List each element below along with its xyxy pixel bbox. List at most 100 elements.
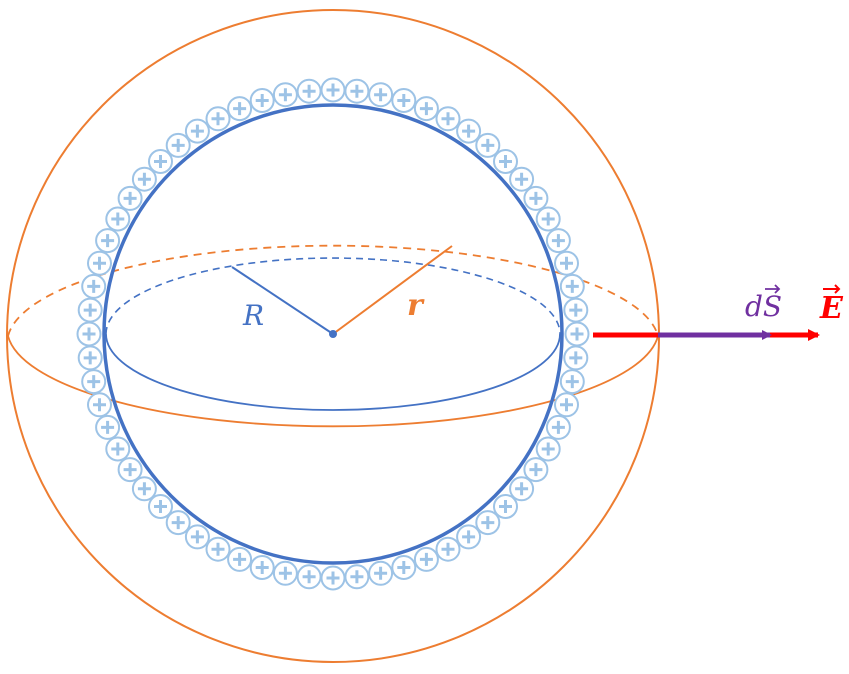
plus-sign-icon: [441, 112, 455, 126]
plus-sign-icon: [570, 327, 584, 341]
positive-charge: [456, 524, 482, 550]
positive-charge: [368, 560, 394, 586]
positive-charge: [563, 345, 589, 371]
plus-sign-icon: [278, 88, 292, 102]
positive-charge: [105, 436, 131, 462]
plus-sign-icon: [529, 191, 543, 205]
plus-sign-icon: [211, 112, 225, 126]
plus-sign-icon: [462, 530, 476, 544]
positive-charge: [391, 88, 417, 113]
plus-sign-icon: [171, 138, 185, 152]
plus-sign-icon: [111, 442, 125, 456]
plus-sign-icon: [82, 327, 96, 341]
area-vector-label-text: dS: [745, 290, 782, 323]
plus-sign-icon: [87, 279, 101, 293]
positive-charge: [117, 457, 143, 483]
plus-sign-icon: [137, 482, 151, 496]
positive-charge: [554, 250, 579, 276]
positive-charge: [523, 185, 549, 211]
positive-charge: [554, 392, 579, 418]
plus-sign-icon: [515, 172, 529, 186]
plus-sign-icon: [83, 351, 97, 365]
positive-charge: [272, 82, 298, 108]
positive-charge: [564, 321, 590, 347]
center-dot: [329, 330, 337, 338]
positive-charge: [509, 166, 535, 192]
positive-charge: [413, 546, 439, 572]
positive-charge: [523, 457, 549, 483]
field-vector-label-text: E: [819, 291, 844, 326]
plus-sign-icon: [101, 234, 115, 248]
plus-sign-icon: [302, 570, 316, 584]
positive-charge: [545, 228, 571, 254]
plus-sign-icon: [154, 500, 167, 513]
plus-sign-icon: [529, 463, 543, 477]
positive-charge: [535, 206, 561, 232]
plus-sign-icon: [137, 172, 151, 186]
positive-charge: [456, 118, 482, 144]
positive-charge: [563, 297, 589, 323]
gauss-radius-line: [332, 245, 453, 335]
positive-charge: [475, 510, 501, 536]
positive-charge: [296, 564, 322, 590]
positive-charge: [205, 106, 231, 132]
plus-sign-icon: [541, 442, 555, 456]
plus-sign-icon: [233, 552, 247, 566]
positive-charge: [435, 536, 461, 562]
plus-sign-icon: [397, 561, 411, 574]
plus-sign-icon: [154, 155, 167, 168]
plus-sign-icon: [419, 102, 433, 116]
plus-sign-icon: [326, 571, 340, 585]
positive-charge: [205, 536, 231, 562]
plus-sign-icon: [481, 138, 495, 152]
plus-sign-icon: [565, 279, 579, 293]
area-vector-label: dS: [745, 284, 782, 323]
plus-sign-icon: [101, 420, 115, 434]
positive-charge: [184, 118, 210, 144]
inner-radius-line: [231, 266, 334, 335]
plus-sign-icon: [93, 256, 106, 270]
plus-sign-icon: [569, 303, 583, 317]
field-vector-label: E: [819, 284, 844, 326]
positive-charge: [87, 250, 112, 276]
plus-sign-icon: [560, 256, 573, 270]
gaussian-equator-front: [7, 335, 659, 428]
positive-charge: [148, 149, 173, 174]
positive-charge: [344, 564, 370, 590]
positive-charge: [77, 297, 103, 323]
plus-sign-icon: [374, 566, 388, 580]
field-vector-overarrow: [823, 284, 841, 294]
plus-sign-icon: [93, 398, 106, 412]
plus-sign-icon: [551, 420, 565, 434]
inner-radius-label: R: [242, 299, 264, 332]
plus-sign-icon: [462, 124, 476, 138]
plus-sign-icon: [560, 398, 573, 412]
positive-charge: [81, 369, 107, 395]
positive-charge: [296, 78, 322, 104]
positive-charge: [249, 88, 275, 113]
gauss-radius-label: r: [407, 288, 425, 323]
gaussian-equator-back: [7, 244, 659, 337]
positive-charge: [559, 273, 585, 299]
plus-sign-icon: [515, 482, 529, 496]
plus-sign-icon: [441, 542, 455, 556]
positive-charge: [344, 78, 370, 104]
positive-charge: [95, 414, 121, 440]
plus-sign-icon: [123, 463, 137, 477]
positive-charge: [95, 228, 121, 254]
plus-sign-icon: [302, 84, 316, 98]
positive-charge: [391, 555, 417, 580]
plus-sign-icon: [374, 88, 388, 102]
positive-charge: [131, 166, 157, 192]
positive-charge: [509, 476, 535, 502]
plus-sign-icon: [83, 303, 97, 317]
plus-sign-icon: [171, 516, 185, 530]
positive-charge: [535, 436, 561, 462]
positive-charge: [320, 565, 346, 591]
positive-charge: [435, 106, 461, 132]
plus-sign-icon: [565, 375, 579, 389]
positive-charge: [320, 77, 346, 103]
positive-charge: [81, 273, 107, 299]
positive-charge: [227, 96, 253, 122]
